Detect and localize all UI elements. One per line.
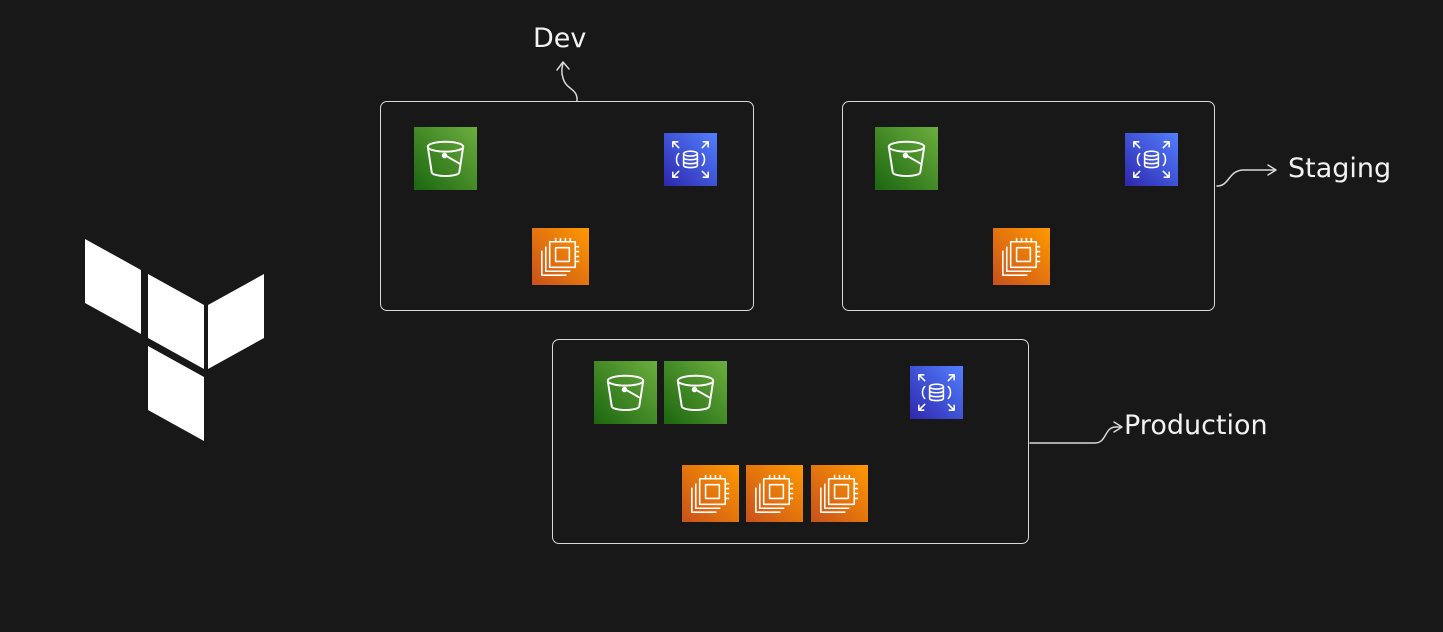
staging-ec2-instance-icon — [993, 228, 1050, 285]
dev-connector — [561, 62, 578, 102]
production-ec2-instance-icon — [746, 465, 803, 522]
staging-environment-box — [842, 101, 1215, 311]
dev-label: Dev — [533, 23, 587, 54]
staging-rds-database-icon — [1125, 133, 1178, 186]
dev-rds-database-icon — [664, 133, 717, 186]
production-connector — [1029, 426, 1122, 444]
dev-environment-box — [380, 101, 754, 311]
production-rds-database-icon — [910, 366, 963, 419]
staging-s3-bucket-icon — [875, 127, 938, 190]
staging-connector — [1216, 169, 1276, 187]
dev-ec2-instance-icon — [532, 228, 589, 285]
production-environment-box — [552, 339, 1029, 544]
dev-s3-bucket-icon — [414, 127, 477, 190]
staging-arrowhead — [1267, 164, 1277, 176]
production-s3-bucket-icon — [664, 361, 727, 424]
dev-arrowhead — [556, 61, 570, 71]
staging-label: Staging — [1288, 153, 1392, 184]
production-arrowhead — [1113, 421, 1123, 433]
production-ec2-instance-icon — [682, 465, 739, 522]
production-s3-bucket-icon — [594, 361, 657, 424]
production-label: Production — [1124, 410, 1268, 441]
production-ec2-instance-icon — [811, 465, 868, 522]
